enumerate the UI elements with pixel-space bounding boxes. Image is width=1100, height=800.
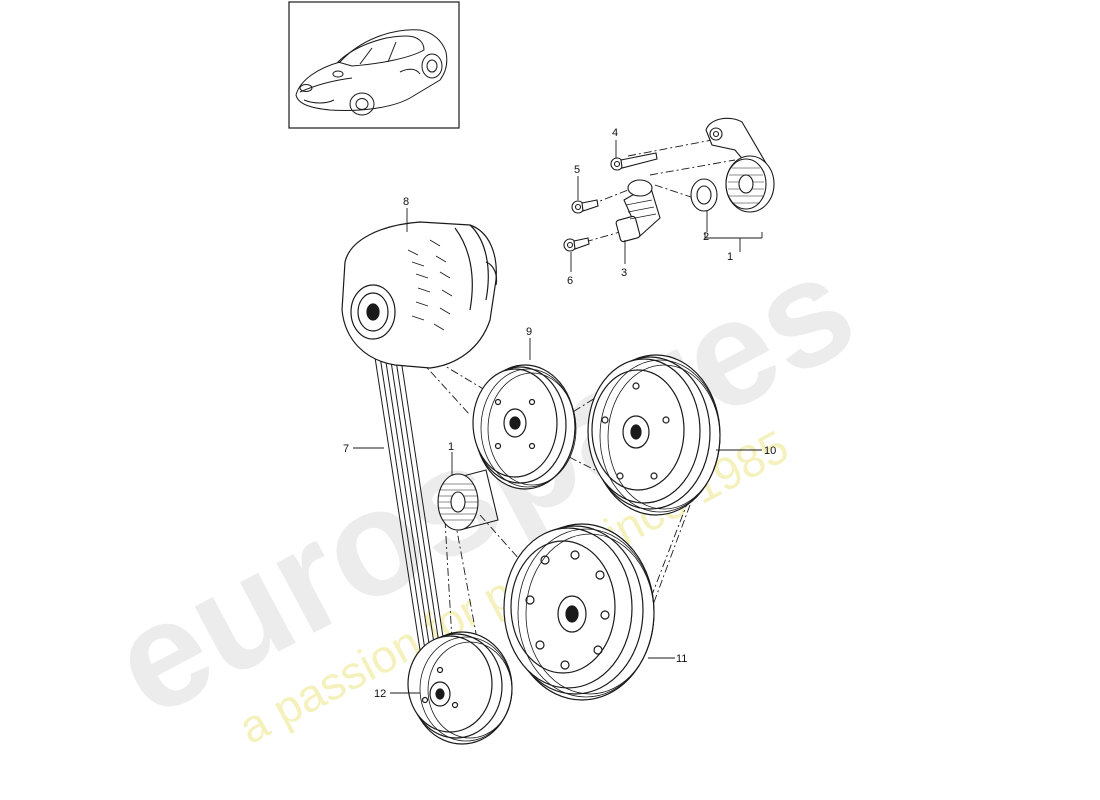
alternator [341, 221, 498, 369]
pulley-11 [503, 523, 655, 701]
callout-3: 3 [621, 267, 627, 279]
callout-7: 7 [343, 443, 349, 455]
callout-5: 5 [574, 164, 580, 176]
callout-2: 2 [703, 231, 709, 243]
car-thumbnail [288, 1, 460, 129]
damper [615, 179, 661, 243]
drive-belt [371, 139, 736, 656]
bolts [563, 152, 658, 252]
callout-6: 6 [567, 275, 573, 287]
callout-11: 11 [676, 653, 687, 665]
callout-10: 10 [764, 445, 776, 457]
tensioner-assembly [690, 117, 775, 213]
idler-pulley [437, 469, 499, 531]
callout-4: 4 [612, 127, 618, 139]
callout-labels: 4 5 6 3 2 1 8 9 10 7 1 11 12 [343, 127, 776, 700]
callout-9: 9 [526, 326, 532, 338]
callout-1-upper: 1 [727, 251, 733, 263]
pulley-10 [587, 354, 721, 516]
callout-1-lower: 1 [448, 441, 454, 453]
callout-12: 12 [374, 688, 386, 700]
leader-lines [353, 140, 763, 694]
pulley-12 [407, 631, 513, 745]
pulley-9 [472, 364, 577, 490]
callout-8: 8 [403, 196, 409, 208]
